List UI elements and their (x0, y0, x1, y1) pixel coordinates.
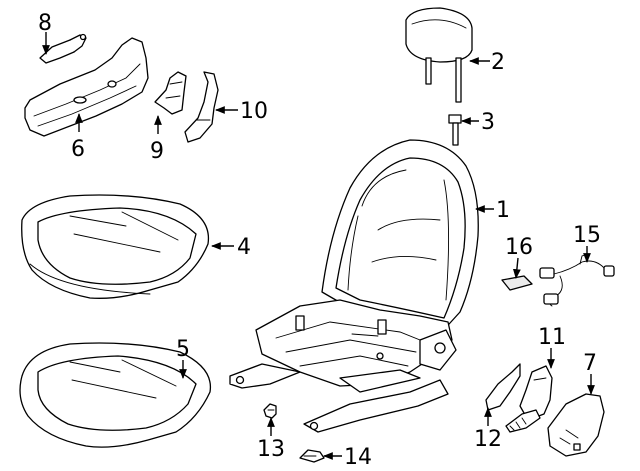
part-10-cover (184, 71, 219, 143)
callout-6: 6 (71, 137, 85, 162)
callout-5: 5 (176, 337, 190, 362)
callout-1: 1 (496, 198, 510, 223)
part-5-cushion-frame (19, 342, 212, 448)
part-6-side-trim (24, 37, 149, 137)
part-7-shield (547, 393, 605, 457)
callout-8: 8 (38, 11, 52, 36)
callout-4: 4 (237, 235, 251, 260)
callout-12: 12 (474, 427, 502, 452)
part-3-guide (448, 114, 462, 146)
callout-11: 11 (538, 325, 566, 350)
callout-10: 10 (240, 99, 268, 124)
callout-16: 16 (505, 235, 533, 260)
leader-lines (42, 32, 595, 460)
leader-16 (512, 257, 521, 279)
part-13-clip (263, 403, 277, 419)
part-9-cover (154, 71, 187, 115)
part-4-cushion-pad (21, 194, 210, 299)
part-2-headrest (405, 7, 473, 103)
callout-labels: 8 6 9 10 2 3 1 4 5 16 15 11 7 12 13 14 (38, 11, 601, 470)
callout-14: 14 (344, 445, 372, 470)
callout-15: 15 (573, 223, 601, 248)
part-1-seat-back (321, 139, 479, 335)
callout-2: 2 (491, 50, 505, 75)
part-15-harness (539, 253, 615, 307)
callout-3: 3 (481, 110, 495, 135)
part-16-trim (501, 275, 533, 291)
part-14-clip (299, 449, 325, 463)
callout-9: 9 (150, 139, 164, 164)
callout-7: 7 (583, 351, 597, 376)
part-8-bracket (39, 33, 87, 64)
part-12-cover (485, 363, 541, 433)
seat-frame (229, 299, 457, 433)
part-11-cover (519, 365, 553, 421)
callout-13: 13 (257, 437, 285, 462)
